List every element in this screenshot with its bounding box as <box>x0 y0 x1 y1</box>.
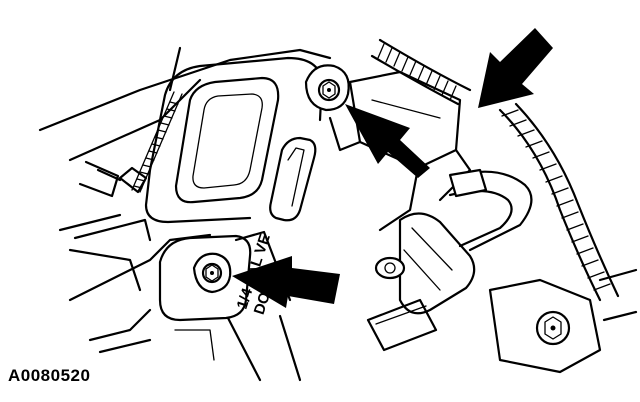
spring <box>78 91 183 198</box>
callout-arrow-lower <box>232 256 340 308</box>
callout-arrow-center <box>345 104 430 178</box>
lower-bolt <box>192 252 232 294</box>
coolant-hose <box>366 168 533 352</box>
wiring-harness <box>370 38 620 302</box>
callout-arrow-upper-right <box>478 28 553 108</box>
lower-right-bracket <box>488 268 638 374</box>
upper-bolt <box>304 64 350 112</box>
figure-id-label: A0080520 <box>8 366 91 385</box>
valve-cover-housing <box>38 46 332 242</box>
